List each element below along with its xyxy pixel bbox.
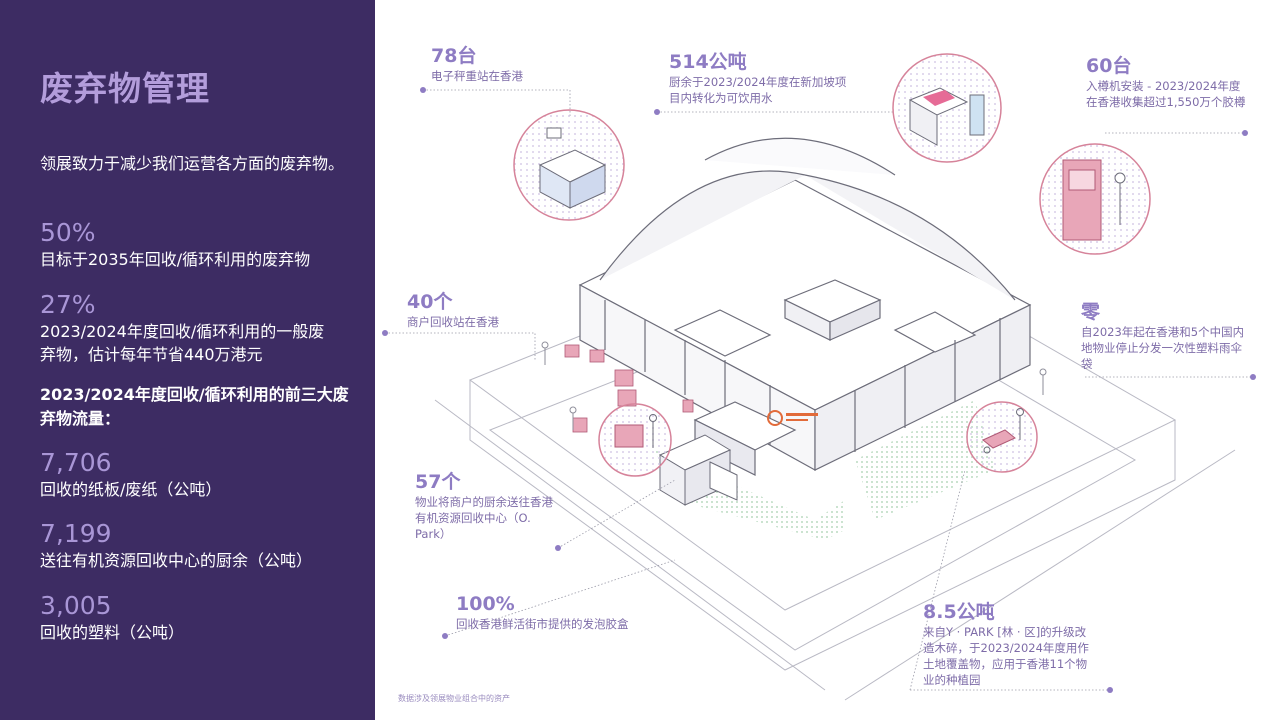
stat-value-plastic: 3,005 [40,591,112,620]
callout-food-waste-water-desc: 厨余于2023/2024年度在新加坡项目内转化为可饮用水 [669,75,847,105]
stat-value-recycled-general: 27% [40,290,96,319]
mall-building [578,137,1032,476]
leader-dots [382,87,1256,693]
stat-label-food-waste: 送往有机资源回收中心的厨余（公吨） [40,551,313,570]
leader-lines [385,89,1253,691]
garbage-truck [658,434,738,506]
callout-foam-boxes-desc: 回收香港鲜活街市提供的发泡胶盒 [456,617,629,631]
people-sketches [541,341,1047,430]
mall-illustration [382,53,1256,701]
stat-value-paper: 7,706 [40,448,112,477]
callout-wood-chips-value: 8.5公吨 [923,601,995,623]
callout-reverse-vending-desc: 入樽机安装 - 2023/2024年度在香港收集超过1,550万个胶樽 [1086,79,1246,109]
callout-tenant-recycling: 40个 商户回收站在香港 [407,290,547,330]
callout-food-waste-water-value: 514公吨 [669,51,747,73]
callout-tenant-recycling-desc: 商户回收站在香港 [407,315,499,329]
stat-label-paper: 回收的纸板/废纸（公吨） [40,480,222,499]
callout-umbrella-bags-desc: 自2023年起在香港和5个中国内地物业停止分发一次性塑料雨伞袋 [1081,325,1245,371]
callout-umbrella-bags-value: 零 [1081,301,1101,323]
callout-opark-value: 57个 [415,471,461,493]
top3-heading: 2023/2024年度回收/循环利用的前三大废弃物流量： [40,385,349,428]
callout-reverse-vending: 60台 入樽机安装 - 2023/2024年度在香港收集超过1,550万个胶樽 [1086,54,1246,110]
vignette-wheelbarrow [966,401,1038,473]
callout-wood-chips-desc: 来自Y · PARK [林 · 区]的升级改造木碎，于2023/2024年度用作… [923,625,1089,687]
callout-opark: 57个 物业将商户的厨余送往香港有机资源回收中心（O. Park） [415,470,555,542]
mall-logo [767,410,818,426]
callout-food-waste-water: 514公吨 厨余于2023/2024年度在新加坡项目内转化为可饮用水 [669,50,849,106]
callout-weighing-scales-value: 78台 [431,45,477,67]
page-title: 废弃物管理 [40,69,210,108]
stat-value-recycle-target: 50% [40,218,96,247]
stat-label-recycle-target: 目标于2035年回收/循环利用的废弃物 [40,250,311,269]
callout-wood-chips: 8.5公吨 来自Y · PARK [林 · 区]的升级改造木碎，于2023/20… [923,600,1093,688]
callout-foam-boxes-value: 100% [456,593,515,615]
stat-label-plastic: 回收的塑料（公吨） [40,623,185,642]
left-panel: 废弃物管理 领展致力于减少我们运营各方面的废弃物。 50% 目标于2035年回收… [0,0,375,720]
stat-label-recycled-general: 2023/2024年度回收/循环利用的一般废弃物，估计每年节省440万港元 [40,322,325,364]
callout-opark-desc: 物业将商户的厨余送往香港有机资源回收中心（O. Park） [415,495,553,541]
pink-bins [564,344,694,433]
callout-umbrella-bags: 零 自2023年起在香港和5个中国内地物业停止分发一次性塑料雨伞袋 [1081,300,1247,372]
green-area-right [855,400,995,520]
callout-foam-boxes: 100% 回收香港鲜活街市提供的发泡胶盒 [456,592,686,632]
stat-value-food-waste: 7,199 [40,519,112,548]
vignette-scale [513,109,625,221]
vignette-water [892,53,1002,163]
callout-reverse-vending-value: 60台 [1086,55,1132,77]
callout-weighing-scales-desc: 电子秤重站在香港 [431,69,523,83]
infographic-panel: 78台 电子秤重站在香港 514公吨 厨余于2023/2024年度在新加坡项目内… [375,0,1280,720]
callout-tenant-recycling-value: 40个 [407,291,453,313]
vignette-vending [1039,143,1151,255]
footnote: 数据涉及领展物业组合中的资产 [398,694,510,703]
vignette-bins [598,403,672,477]
callout-weighing-scales: 78台 电子秤重站在香港 [431,44,591,84]
intro-text: 领展致力于减少我们运营各方面的废弃物。 [40,154,345,173]
